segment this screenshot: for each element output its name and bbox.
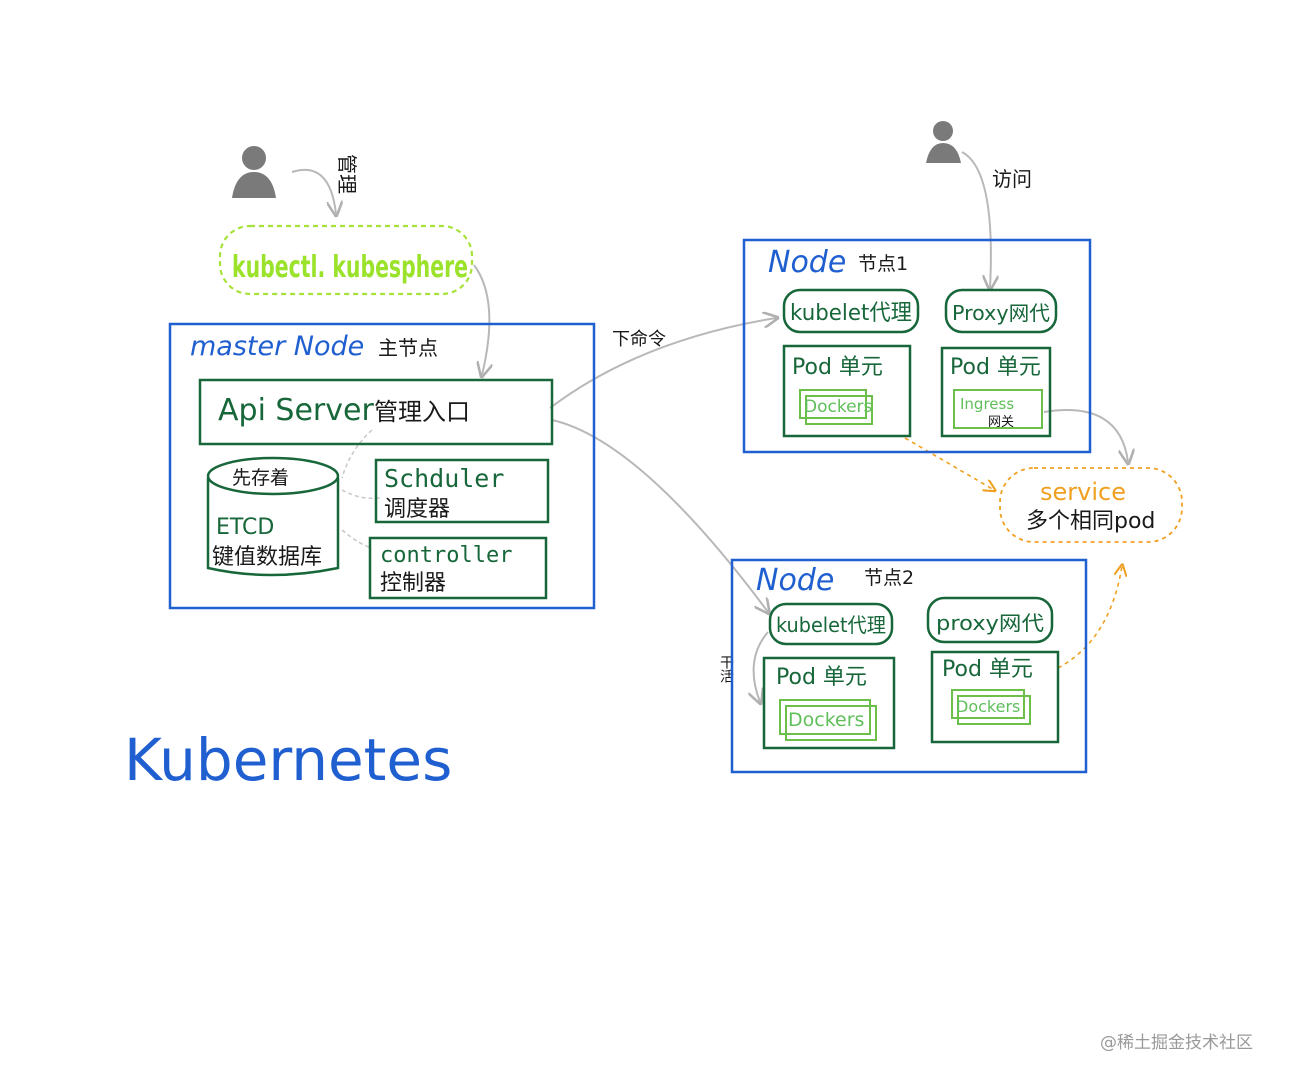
node2-proxy: proxy网代 [926,596,1054,644]
node2-to-service-arrow [1057,566,1122,669]
etcd-database: 先存着 ETCD 键值数据库 [206,456,340,577]
visit-arrow-label: 访问 [992,167,1032,191]
node1-kubelet: kubelet代理 [782,288,920,334]
node2-kubelet-label: kubelet代理 [776,613,886,637]
node1-pod-b-ingress: Ingress [960,395,1014,413]
node1-subtitle: 节点1 [858,253,908,275]
command-arrow-label: 下命令 [612,329,666,350]
service-name: service [1040,478,1126,506]
visit-arrow [961,151,991,288]
client-user-icon [926,121,961,163]
service-cloud: service 多个相同pod [999,467,1183,543]
node1-proxy: Proxy网代 [944,288,1058,334]
etcd-scheduler-link [341,489,381,500]
node2-subtitle: 节点2 [864,567,914,589]
master-node-title: master Node [190,331,364,362]
api-server: Api Server 管理入口 [198,378,554,446]
controller: controller 控制器 [368,536,548,600]
node1-pod-b-label: Pod 单元 [950,355,1041,380]
node1-title: Node [768,245,846,280]
node1-to-service-arrow [904,437,994,490]
admin-user-icon [232,146,276,198]
etcd-name: ETCD [216,515,274,540]
node2-pod-a-dockers: Dockers [788,709,864,731]
scheduler-desc: 调度器 [384,497,450,522]
manage-arrow-label: 管理 [335,154,359,194]
watermark: @稀土掘金技术社区 [1100,1033,1253,1053]
node2-pod-a-label: Pod 单元 [776,665,867,690]
master-node-subtitle: 主节点 [378,336,438,360]
api-etcd-link [341,429,373,479]
master-node: master Node 主节点 Api Server 管理入口 先存着 ETCD… [168,322,596,610]
node2-kubelet: kubelet代理 [768,602,894,646]
kubectl-to-api-arrow [473,264,489,375]
etcd-top-label: 先存着 [232,467,289,489]
api-to-node2-arrow [551,419,768,612]
node2-proxy-label: proxy网代 [936,611,1044,635]
node1-kubelet-label: kubelet代理 [790,301,912,326]
api-server-name: Api Server [218,393,374,428]
kubectl-cloud [218,224,474,296]
node2-pod-b: Pod 单元 Dockers [930,650,1060,744]
work-arrow-label: 干活 [718,655,734,683]
etcd-desc: 键值数据库 [212,545,322,570]
command-arrow [549,318,776,409]
api-server-desc: 管理入口 [374,398,470,426]
node1-pod-b: Pod 单元 Ingress 网关 [940,346,1052,438]
node1-proxy-label: Proxy网代 [952,301,1050,325]
node1-pod-a-label: Pod 单元 [792,355,883,380]
controller-desc: 控制器 [380,571,446,596]
work-arrow [754,631,769,702]
diagram-caption: Kubernetes [124,726,452,794]
node1-pod-b-gateway: 网关 [988,415,1014,430]
node2-pod-b-dockers: Dockers [956,697,1020,716]
controller-name: controller [380,543,512,568]
kubectl-label: kubectl. kubesphere [232,250,468,285]
service-desc: 多个相同pod [1026,509,1155,534]
node1-pod-a-dockers: Dockers [804,397,873,417]
node2-pod-b-label: Pod 单元 [942,657,1033,682]
manage-arrow [291,168,336,214]
node2-title: Node [756,563,834,598]
node1-pod-a: Pod 单元 Dockers [782,344,912,438]
ingress-to-service-arrow [1043,409,1128,462]
scheduler-name: Schduler [384,464,504,493]
node2-pod-a: Pod 单元 Dockers [762,656,896,750]
scheduler: Schduler 调度器 [374,458,550,524]
node-1: Node 节点1 kubelet代理 Proxy网代 Pod 单元 Docker… [742,238,1092,454]
node-2: Node 节点2 kubelet代理 proxy网代 Pod 单元 Docker… [730,558,1088,774]
etcd-controller-link [341,529,373,549]
